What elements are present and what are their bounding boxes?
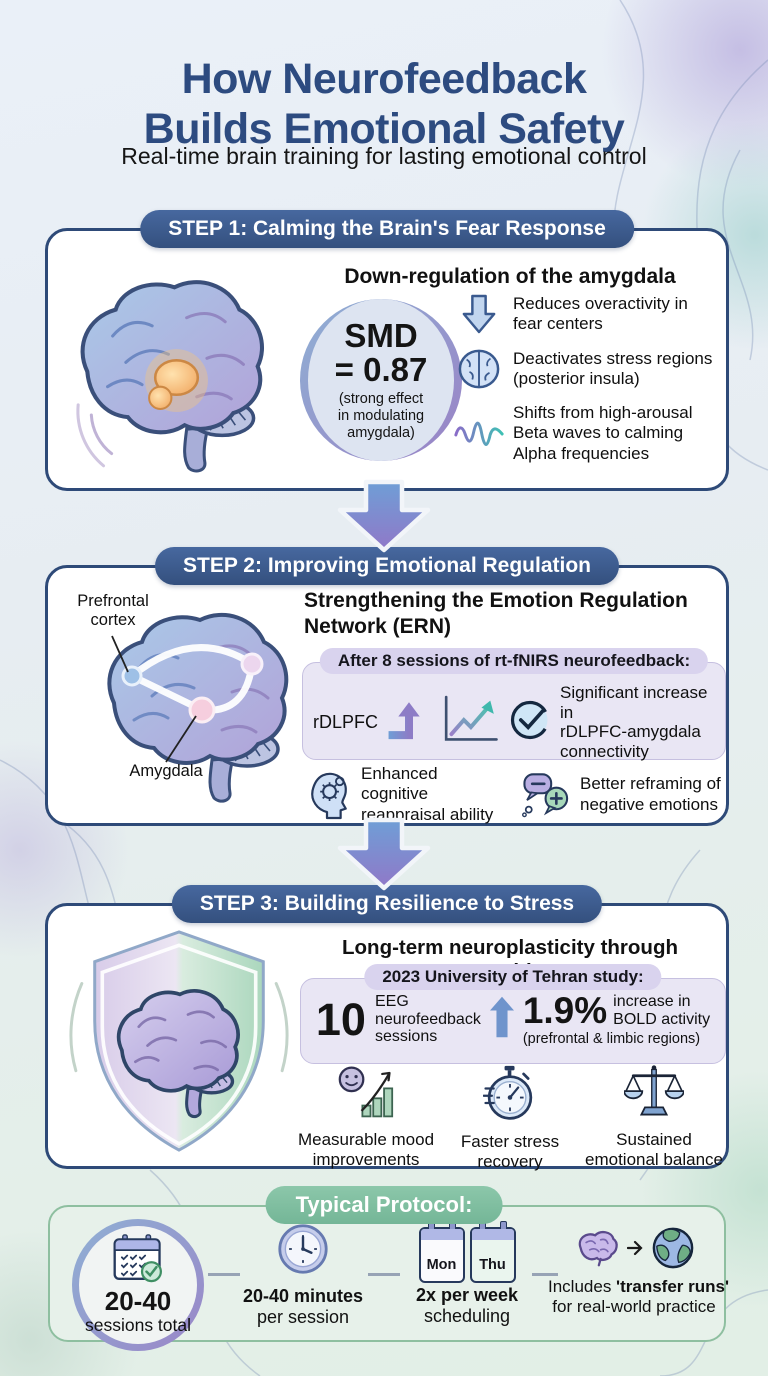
protocol-item-text: Includes: [548, 1277, 617, 1296]
protocol-item-duration: 20-40 minutes per session: [242, 1221, 364, 1328]
stat-sessions-value: 10: [315, 994, 366, 1045]
calendar-thu-icon: Thu: [469, 1221, 516, 1283]
protocol-box: 20-40 sessions total 20-40 minutes per s…: [48, 1205, 729, 1351]
scales-icon: [623, 1064, 685, 1125]
benefit-caption: Measurable mood improvements: [297, 1130, 435, 1170]
benefit-caption: Faster stress recovery: [460, 1132, 560, 1172]
protocol-item-label: sessions total: [84, 1315, 192, 1336]
calendar-day-label: Thu: [479, 1257, 506, 1273]
step2-panel-header: After 8 sessions of rt-fNIRS neurofeedba…: [319, 648, 709, 674]
step3-panel-header: 2023 University of Tehran study:: [364, 964, 662, 990]
benefit-item: Sustained emotional balance: [582, 1064, 726, 1172]
mood-chart-icon: [336, 1064, 396, 1125]
protocol-item-label: per session: [256, 1306, 350, 1327]
protocol-item-label: scheduling: [423, 1305, 511, 1326]
protocol-item-value: 20-40: [104, 1285, 172, 1316]
step2-evidence-panel: After 8 sessions of rt-fNIRS neurofeedba…: [302, 648, 726, 762]
protocol-item-bold: 2x per week: [415, 1285, 519, 1305]
check-circle-icon: [507, 697, 553, 748]
step2-bullet-row: Enhanced cognitive reappraisal ability: [302, 764, 507, 825]
globe-icon: [652, 1227, 694, 1269]
smd-value: = 0.87: [334, 351, 428, 389]
step1-bullet-text: Shifts from high-arousal Beta waves to c…: [513, 403, 693, 463]
brainwave-icon: [454, 417, 504, 451]
benefit-caption: Sustained emotional balance: [585, 1130, 723, 1170]
flow-arrow-down: [337, 479, 431, 553]
page-title: How Neurofeedback Builds Emotional Safet…: [143, 54, 625, 153]
step3-study-panel: 2023 University of Tehran study: 10 EEG …: [300, 964, 726, 1064]
benefit-item: Faster stress recovery: [438, 1064, 582, 1172]
up-arrow-icon: [489, 996, 514, 1043]
brain-network-illustration: [107, 612, 289, 803]
step1-bullet-text: Reduces overactivity in fear centers: [513, 293, 688, 333]
protocol-item-bold: 20-40 minutes: [242, 1286, 364, 1306]
sessions-total-circle: 20-40 sessions total: [72, 1219, 204, 1351]
protocol-item-bold: 'transfer runs': [616, 1277, 729, 1296]
smd-label: SMD: [344, 316, 418, 354]
step3-card: STEP 3: Building Resilience to Stress Lo…: [45, 885, 729, 1172]
calendar-check-icon: [113, 1234, 162, 1283]
protocol-item-frequency: Mon Thu 2x per week scheduling: [402, 1221, 532, 1327]
step-up-arrow-icon: [385, 699, 433, 746]
protocol-badge: Typical Protocol:: [265, 1186, 503, 1224]
rising-chart-icon: [440, 694, 500, 751]
flow-arrow-down: [337, 817, 431, 891]
small-brain-icon: [578, 1230, 618, 1267]
brain-icon: [454, 348, 504, 390]
rdlpfc-label: rDLPFC: [313, 711, 379, 732]
step3-badge: STEP 3: Building Resilience to Stress: [171, 885, 603, 923]
label-amygdala: Amygdala: [129, 762, 203, 780]
stat-sessions-label: EEG neurofeedback sessions: [374, 992, 481, 1046]
brain-amygdala-illustration: [76, 280, 264, 473]
speech-bubbles-icon: [521, 771, 571, 819]
stat-bold-value: 1.9%: [522, 990, 608, 1031]
connector-line: [532, 1273, 558, 1276]
benefit-item: Measurable mood improvements: [294, 1064, 438, 1172]
step1-bullet-text: Deactivates stress regions (posterior in…: [513, 348, 713, 388]
shield-brain-illustration: [69, 930, 289, 1152]
clock-icon: [278, 1224, 328, 1274]
smd-stat-circle: SMD = 0.87 (strong effect in modulating …: [300, 299, 462, 461]
step1-card: STEP 1: Calming the Brain's Fear Respons…: [45, 210, 729, 491]
connector-line: [208, 1273, 240, 1276]
head-gears-icon: [302, 770, 352, 820]
step2-badge: STEP 2: Improving Emotional Regulation: [155, 547, 619, 585]
step1-bullet-row: Deactivates stress regions (posterior in…: [454, 348, 722, 390]
smd-note: (strong effect in modulating amygdala): [337, 391, 425, 441]
step1-bullet-row: Shifts from high-arousal Beta waves to c…: [454, 403, 722, 464]
arrow-right-icon: [627, 1240, 643, 1256]
step2-bullet-row: Better reframing of negative emotions: [521, 764, 726, 825]
step2-card: STEP 2: Improving Emotional Regulation: [45, 547, 729, 826]
stat-bold-note: (prefrontal & limbic regions): [522, 1031, 701, 1047]
calendar-mon-icon: Mon: [418, 1221, 465, 1283]
label-prefrontal-cortex: Prefrontal cortex: [77, 592, 149, 629]
stopwatch-icon: [482, 1064, 537, 1127]
calendar-day-label: Mon: [426, 1257, 457, 1273]
protocol-item-label: for real-world practice: [552, 1297, 716, 1316]
down-arrow-icon: [454, 293, 504, 335]
step2-result-text: Significant increase in rDLPFC-amygdala …: [560, 683, 708, 762]
stat-bold-label: increase in BOLD activity: [613, 992, 711, 1028]
protocol-item-transfer: Includes 'transfer runs' for real-world …: [548, 1223, 729, 1317]
step2-bullet-text: Better reframing of negative emotions: [580, 774, 721, 814]
step1-bullet-row: Reduces overactivity in fear centers: [454, 293, 722, 335]
step1-heading: Down-regulation of the amygdala: [344, 265, 676, 288]
step1-badge: STEP 1: Calming the Brain's Fear Respons…: [140, 210, 634, 248]
connector-line: [368, 1273, 400, 1276]
step2-heading: Strengthening the Emotion Regulation Net…: [304, 589, 688, 638]
step2-bullet-text: Enhanced cognitive reappraisal ability: [361, 764, 494, 824]
page-subtitle: Real-time brain training for lasting emo…: [121, 143, 647, 169]
